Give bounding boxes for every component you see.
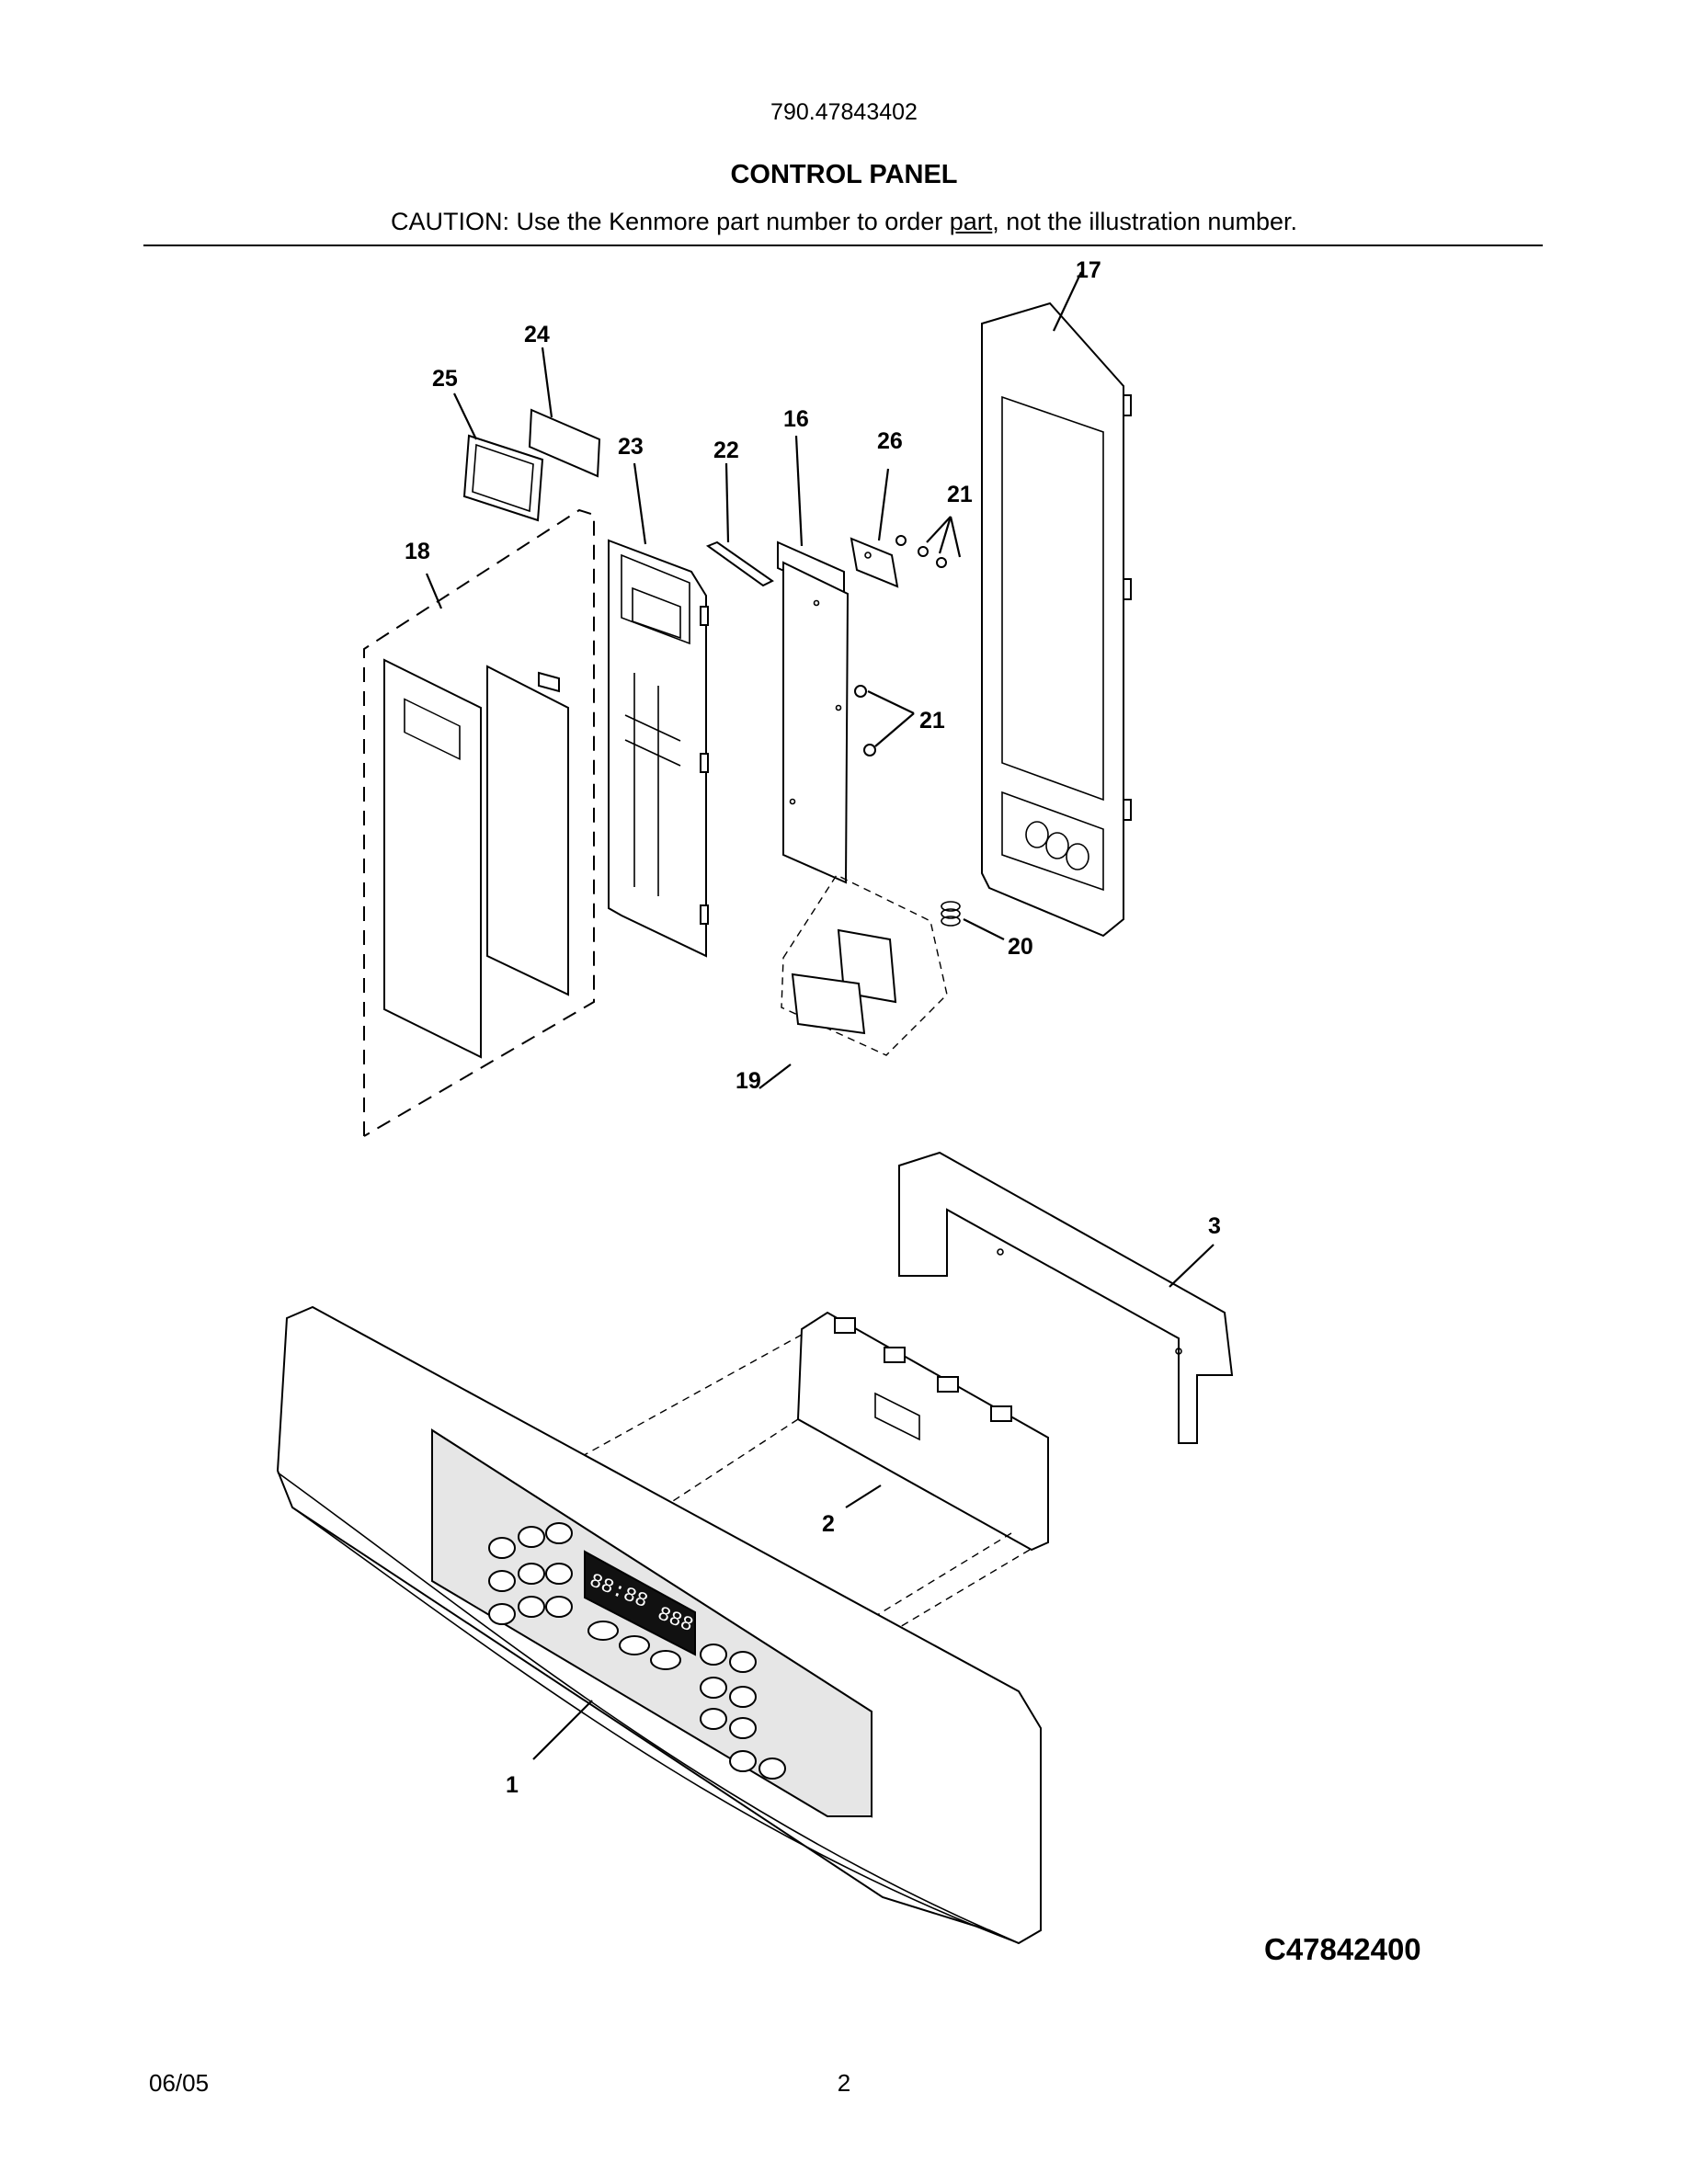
- header-rule: [143, 245, 1543, 246]
- callout-26: 26: [877, 428, 903, 454]
- part-22-strip: [705, 540, 774, 587]
- leader-lines: [425, 271, 1215, 1760]
- part-17-frame: [981, 301, 1132, 938]
- caution-note: CAUTION: Use the Kenmore part number to …: [0, 208, 1688, 236]
- footer-date: 06/05: [149, 2069, 210, 2097]
- assembly-guide-lines: [578, 1334, 1031, 1646]
- part-19-button-assembly: [781, 874, 948, 1056]
- callout-23: 23: [618, 434, 644, 460]
- page-number: 2: [837, 2069, 851, 2097]
- part-21-screws: [854, 535, 947, 756]
- caution-text-post: , not the illustration number.: [992, 208, 1297, 235]
- callout-3: 3: [1208, 1213, 1221, 1239]
- diagram-code: C47842400: [1264, 1932, 1421, 1966]
- callout-20: 20: [1008, 934, 1033, 960]
- part-16-circuit-board: [777, 540, 850, 884]
- part-3-bracket: [898, 1151, 1234, 1444]
- callout-19: 19: [736, 1068, 761, 1094]
- caution-text-pre: CAUTION: Use the Kenmore part number to …: [391, 208, 950, 235]
- keypad-buttons-left: [488, 1522, 573, 1625]
- callout-24: 24: [524, 322, 550, 347]
- callout-21-middle: 21: [919, 708, 945, 734]
- part-18-overlay-group: [363, 508, 595, 1137]
- callout-16: 16: [783, 406, 809, 432]
- model-number: 790.47843402: [770, 99, 918, 125]
- callout-2: 2: [822, 1511, 835, 1537]
- display-buttons: [587, 1621, 681, 1670]
- part-20-spring: [941, 901, 961, 927]
- part-1-control-panel: 88:88 888: [276, 1305, 1042, 1945]
- part-26-bracket: [850, 537, 899, 588]
- callout-18: 18: [405, 539, 430, 564]
- part-24-cover: [528, 408, 601, 478]
- callout-labels: 17 24 25 16 23 22 26 21 18 21 20 19 3 2 …: [405, 257, 1221, 1798]
- callout-17: 17: [1076, 257, 1101, 283]
- callout-25: 25: [432, 366, 458, 392]
- callout-22: 22: [713, 438, 739, 463]
- part-2-control-board: [796, 1311, 1049, 1552]
- section-title: CONTROL PANEL: [730, 160, 958, 189]
- callout-21-top: 21: [947, 482, 973, 507]
- keypad-buttons-right: [700, 1644, 786, 1780]
- part-25-lens: [462, 434, 544, 522]
- part-23-panel-frame: [608, 539, 709, 958]
- callout-1: 1: [506, 1772, 519, 1798]
- caution-text-underlined: part: [949, 208, 993, 235]
- display-window: [584, 1550, 696, 1656]
